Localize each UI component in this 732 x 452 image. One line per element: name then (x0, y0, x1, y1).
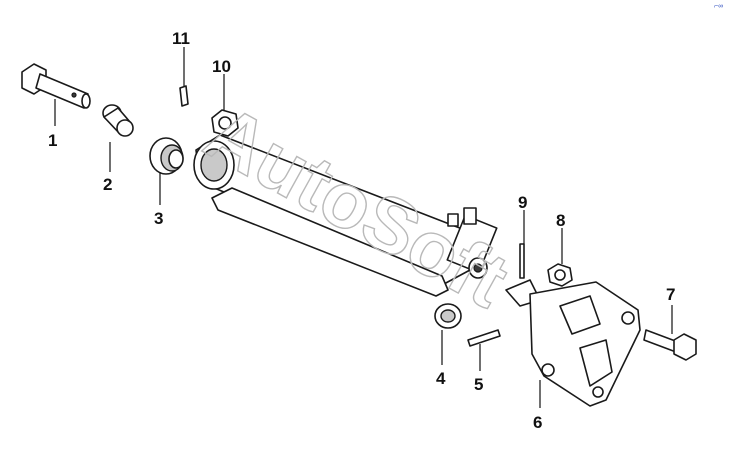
callout-6: 6 (533, 413, 542, 432)
callout-2: 2 (103, 175, 112, 194)
part-8-nut (547, 263, 573, 287)
callout-7: 7 (666, 285, 675, 304)
cylinder-assembly (193, 134, 498, 297)
part-5-pin (467, 329, 501, 347)
part-7-bolt (643, 329, 697, 361)
callout-8: 8 (556, 211, 565, 230)
part-1-bolt (21, 63, 91, 109)
part-4-seal (434, 303, 462, 329)
part-11-cotter-pin (179, 85, 189, 107)
part-9-cotter-pin (519, 243, 525, 279)
callout-labels: 1 2 3 4 5 6 7 8 9 10 11 (48, 29, 675, 432)
callout-1: 1 (48, 131, 57, 150)
leader-lines (54, 47, 673, 408)
part-6-bracket (505, 279, 641, 407)
part-3-bearing (149, 137, 184, 175)
callout-10: 10 (212, 57, 231, 76)
corner-mark: ⌐∞ (714, 3, 723, 10)
callout-5: 5 (474, 375, 483, 394)
part-2-bushing (102, 104, 134, 137)
callout-4: 4 (436, 369, 446, 388)
part-10-nut (211, 109, 239, 137)
callout-11: 11 (172, 29, 190, 48)
callout-3: 3 (154, 209, 163, 228)
callout-9: 9 (518, 193, 527, 212)
